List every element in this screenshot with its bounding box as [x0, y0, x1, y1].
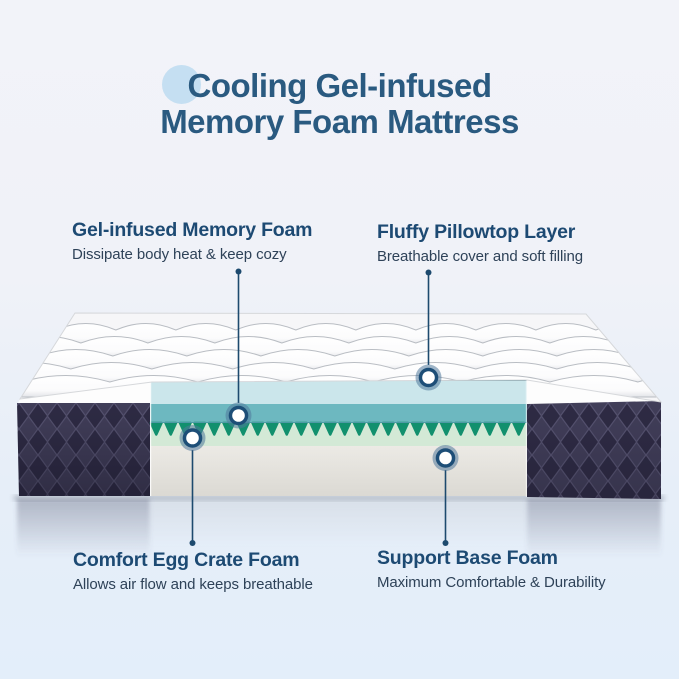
callout-marker-pillowtop [415, 364, 442, 391]
callout-base-description: Maximum Comfortable & Durability [377, 574, 606, 592]
callout-connectors [189, 268, 449, 546]
callout-pillowtop-heading: Fluffy Pillowtop Layer [377, 221, 576, 243]
layer-base-foam [150, 446, 527, 496]
callout-eggcrate: Comfort Egg Crate Foam Allows air flow a… [73, 549, 313, 594]
callout-pillowtop: Fluffy Pillowtop Layer Breathable cover … [377, 221, 583, 266]
callout-base: Support Base Foam Maximum Comfortable & … [377, 547, 606, 592]
callout-eggcrate-description: Allows air flow and keeps breathable [73, 576, 313, 594]
title-accent-circle [162, 65, 201, 104]
callout-gel: Gel-infused Memory Foam Dissipate body h… [72, 219, 312, 264]
floor-reflection [14, 495, 664, 557]
layer-gel-memory-foam [150, 404, 527, 423]
title-line-2: Memory Foam Mattress [160, 103, 519, 140]
callout-base-heading: Support Base Foam [377, 547, 558, 569]
callout-marker-base [432, 445, 459, 471]
callout-marker-eggcrate [179, 425, 206, 451]
side-panel-left [17, 403, 150, 496]
page-title: Cooling Gel-infused Memory Foam Mattress [0, 68, 679, 140]
title-line-1: Cooling Gel-infused [187, 67, 492, 104]
layer-pillowtop-foam [150, 381, 527, 404]
callout-pillowtop-description: Breathable cover and soft filling [377, 248, 583, 266]
side-panel-right [527, 401, 661, 499]
cutaway-cross-section [149, 379, 528, 497]
callout-gel-description: Dissipate body heat & keep cozy [72, 246, 287, 264]
callout-gel-heading: Gel-infused Memory Foam [72, 219, 313, 241]
callout-eggcrate-heading: Comfort Egg Crate Foam [73, 549, 300, 571]
callout-marker-gel [225, 402, 252, 429]
